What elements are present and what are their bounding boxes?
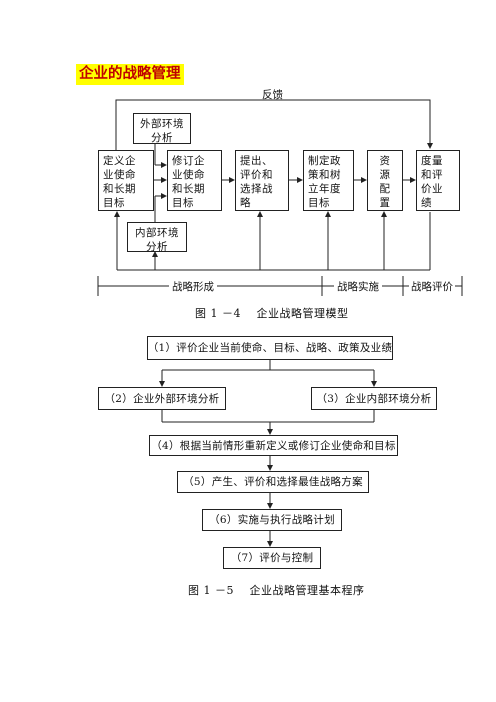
phase-formation: 战略形成: [169, 279, 217, 294]
step-box-4: 制定政 策和树 立年度 目标: [303, 150, 354, 211]
process-step-7: （7）评价与控制: [223, 547, 321, 569]
step-text-5: 资 源 配 置: [379, 155, 391, 209]
process-step-4: （4）根据当前情形重新定义或修订企业使命和目标: [149, 435, 398, 456]
step-box-1: 定义企 业使命 和长期 目标: [98, 150, 154, 211]
process-step-3: （3）企业内部环境分析: [311, 387, 437, 410]
phase-evaluation: 战略评价: [409, 279, 455, 294]
figure2-caption: 图 1 －5 企业战略管理基本程序: [188, 584, 365, 597]
process-step-5: （5）产生、评价和选择最佳战略方案: [177, 471, 369, 493]
step-box-2: 修订企 业使命 和长期 目标: [167, 150, 222, 211]
external-env-box: 外部环境 分析: [133, 113, 191, 144]
step-box-6: 度量 和评 价业 绩: [416, 150, 460, 211]
feedback-label: 反馈: [262, 89, 283, 101]
external-env-text: 外部环境 分析: [140, 118, 184, 144]
process-step-1: （1）评价企业当前使命、目标、战略、政策及业绩: [147, 336, 393, 360]
step-text-3: 提出、 评价和 选择战 略: [240, 155, 273, 209]
step-box-3: 提出、 评价和 选择战 略: [235, 150, 289, 211]
step-text-4: 制定政 策和树 立年度 目标: [308, 155, 341, 209]
step-text-1: 定义企 业使命 和长期 目标: [103, 155, 136, 209]
internal-env-box: 内部环境 分析: [127, 222, 187, 253]
step-box-5: 资 源 配 置: [367, 150, 403, 211]
page-title: 企业的战略管理: [76, 64, 184, 85]
phase-implementation: 战略实施: [334, 279, 382, 294]
step-text-2: 修订企 业使命 和长期 目标: [172, 155, 205, 209]
process-step-2: （2）企业外部环境分析: [98, 387, 226, 410]
process-step-6: （6）实施与执行战略计划: [202, 509, 342, 531]
figure1-caption: 图 1 －4 企业战略管理模型: [195, 307, 349, 320]
step-text-6: 度量 和评 价业 绩: [421, 155, 443, 209]
internal-env-text: 内部环境 分析: [135, 227, 179, 253]
